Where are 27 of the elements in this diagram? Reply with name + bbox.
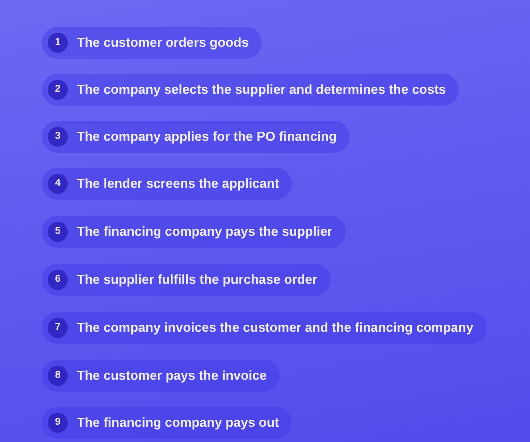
step-text: The financing company pays out <box>77 414 280 432</box>
step-number: 6 <box>48 270 68 290</box>
step-number: 4 <box>48 174 68 194</box>
step-text: The customer orders goods <box>77 34 249 52</box>
step-pill <box>42 168 292 200</box>
step-text: The lender screens the applicant <box>77 175 280 193</box>
step-number: 7 <box>48 318 68 338</box>
step-text: The company invoices the customer and the financing company <box>77 319 474 337</box>
step-pill <box>42 27 262 59</box>
step-number: 2 <box>48 80 68 100</box>
step-pill <box>42 74 460 106</box>
step-text: The company selects the supplier and determines the costs <box>77 81 446 99</box>
step-number: 9 <box>48 413 68 433</box>
step-pill <box>42 121 350 153</box>
step-pill <box>42 216 346 248</box>
step-text: The company applies for the PO financing <box>77 128 338 146</box>
step-number: 1 <box>48 33 68 53</box>
step-text: The supplier fulfills the purchase order <box>77 271 318 289</box>
step-number: 3 <box>48 127 68 147</box>
step-text: The financing company pays the supplier <box>77 223 333 241</box>
step-pill <box>42 407 292 439</box>
step-number: 5 <box>48 222 68 242</box>
step-pill <box>42 360 280 392</box>
step-pill <box>42 264 331 296</box>
step-pill <box>42 312 487 344</box>
step-text: The customer pays the invoice <box>77 367 268 385</box>
step-number: 8 <box>48 366 68 386</box>
